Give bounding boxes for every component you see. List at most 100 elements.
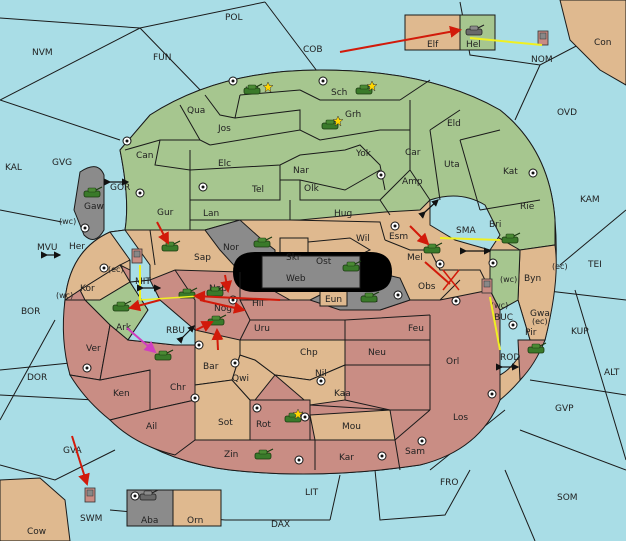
label-bor: BOR xyxy=(21,307,40,317)
supply-center-kat xyxy=(528,168,538,178)
unit-swm xyxy=(84,487,96,503)
tag-gwa-ec: (ec) xyxy=(532,317,548,326)
supply-center-mou xyxy=(300,412,310,422)
label-nog: Nog xyxy=(214,304,232,314)
order-mel xyxy=(409,225,430,246)
order-nab-hil xyxy=(199,299,246,314)
label-gwa: Gwa xyxy=(530,309,550,319)
unit-mit xyxy=(131,248,143,264)
label-aba: Aba xyxy=(141,516,158,526)
supply-center-aba xyxy=(130,491,140,501)
label-ovd: OVD xyxy=(557,108,577,118)
label-buc: BUC xyxy=(494,313,513,323)
province-gaw[interactable] xyxy=(73,166,105,240)
province-borders-north xyxy=(124,79,541,291)
label-sap: Sap xyxy=(194,253,211,263)
label-amp: Amp xyxy=(402,177,423,187)
tag-kor-wc: (wc) xyxy=(56,291,73,300)
label-bar: Bar xyxy=(203,362,219,372)
tag-buc-wc: (wc) xyxy=(491,301,508,310)
supply-center-can xyxy=(122,136,132,146)
label-uta: Uta xyxy=(444,160,460,170)
route-arrows xyxy=(41,178,520,371)
label-can: Can xyxy=(136,151,154,161)
supply-center-jad xyxy=(228,76,238,86)
label-dax: DAX xyxy=(271,520,290,530)
label-kam: KAM xyxy=(580,195,600,205)
label-kat: Kat xyxy=(503,167,518,177)
label-gva: GVA xyxy=(63,446,83,456)
province-con[interactable] xyxy=(559,0,626,86)
supply-centers xyxy=(80,76,538,501)
cut-obs-2 xyxy=(442,269,460,291)
label-kup: KUP xyxy=(571,327,589,337)
support-buc xyxy=(489,296,501,351)
order-cob-hel xyxy=(339,25,462,53)
label-elf: Elf xyxy=(427,40,439,50)
order-obs xyxy=(424,261,451,285)
label-sch: Sch xyxy=(331,88,347,98)
order-gva-swm xyxy=(71,435,90,486)
label-con: Con xyxy=(594,38,612,48)
label-mvu: MVU xyxy=(37,243,58,253)
label-alt: ALT xyxy=(604,368,620,378)
label-byn: Byn xyxy=(524,274,541,284)
supply-center-kaa xyxy=(316,376,326,386)
supply-center-sam xyxy=(417,436,427,446)
label-hug: Hug xyxy=(334,209,352,219)
label-ver: Ver xyxy=(86,344,101,354)
label-bri: Bri xyxy=(489,220,501,230)
label-jos: Jos xyxy=(217,124,231,134)
label-ost: Ost xyxy=(316,257,332,267)
tag-byn-wc: (wc) xyxy=(500,275,517,284)
label-los: Los xyxy=(453,413,468,423)
label-kal: KAL xyxy=(5,163,22,173)
label-ken: Ken xyxy=(113,389,130,399)
province-orn[interactable] xyxy=(172,489,222,527)
label-ail: Ail xyxy=(146,422,157,432)
label-wil: Wil xyxy=(356,234,370,244)
label-gvp: GVP xyxy=(555,404,574,414)
label-nar: Nar xyxy=(293,166,309,176)
label-yok: Yok xyxy=(355,149,372,159)
support-nom xyxy=(469,37,543,46)
tag-byn-ec: (ec) xyxy=(552,262,568,271)
label-olk: Olk xyxy=(304,184,320,194)
label-cob: COB xyxy=(303,45,323,55)
label-gur: Gur xyxy=(157,208,174,218)
label-qua: Qua xyxy=(187,106,205,116)
label-eun: Eun xyxy=(325,295,342,305)
label-uru: Uru xyxy=(254,324,270,334)
label-swm: SWM xyxy=(80,514,102,524)
label-obs: Obs xyxy=(418,282,436,292)
label-rie: Rie xyxy=(520,202,535,212)
label-sot: Sot xyxy=(218,418,233,428)
label-chp: Chp xyxy=(300,348,318,358)
label-tel: Tel xyxy=(251,185,264,195)
supply-center-gur xyxy=(135,188,145,198)
label-chr: Chr xyxy=(170,383,186,393)
province-cow[interactable] xyxy=(0,477,71,541)
label-rot: Rot xyxy=(256,420,271,430)
label-orn: Orn xyxy=(187,516,203,526)
label-esm: Esm xyxy=(389,232,408,242)
unit-nom xyxy=(537,30,549,46)
province-web[interactable] xyxy=(261,255,361,289)
label-elc: Elc xyxy=(218,159,231,169)
supply-center-her xyxy=(80,223,90,233)
label-qwi: Qwi xyxy=(232,374,249,384)
supply-center-esm xyxy=(390,221,400,231)
orders xyxy=(71,25,543,486)
province-her[interactable] xyxy=(64,229,131,302)
label-ark: Ark xyxy=(116,323,132,333)
order-ark xyxy=(128,299,161,312)
supply-center-qwi xyxy=(230,358,240,368)
order-hil-nab xyxy=(193,290,281,303)
label-rbu: RBU xyxy=(166,326,185,336)
label-gaw: Gaw xyxy=(84,202,104,212)
label-orl: Orl xyxy=(446,357,459,367)
label-her: Her xyxy=(69,242,85,252)
label-mel: Mel xyxy=(407,253,423,263)
tag-her-wc: (wc) xyxy=(59,217,76,226)
